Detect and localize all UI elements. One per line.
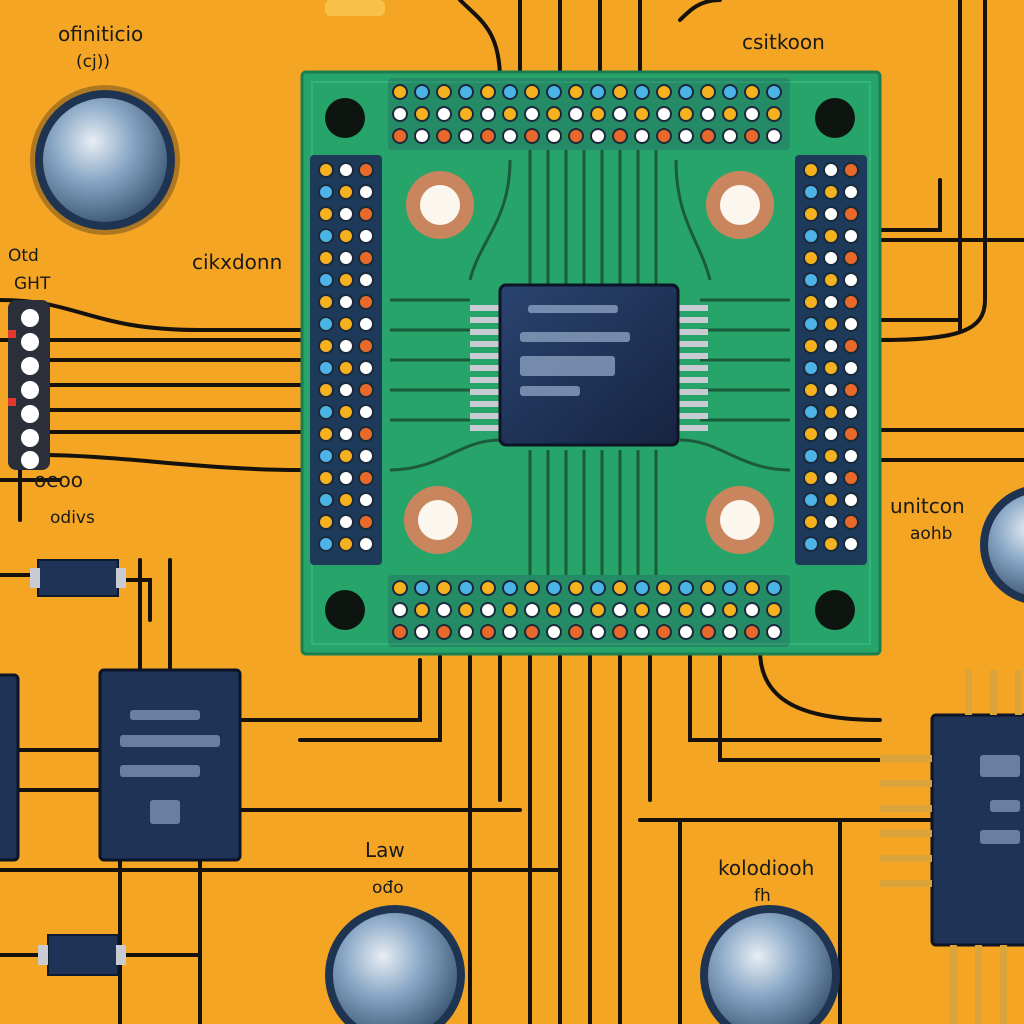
mounting-holes: [325, 98, 855, 630]
top-connector: [325, 0, 385, 16]
label-top-left-sub: (cj)): [76, 52, 110, 72]
header-pins: [318, 84, 859, 640]
label-bottom-right: kolodiooh: [718, 856, 815, 880]
label-center-left: cikxdonn: [192, 250, 283, 274]
smd-components: [30, 559, 126, 976]
label-left-lower: oeoo: [34, 468, 84, 492]
label-bottom-right-sub: fh: [754, 886, 771, 906]
label-bottom-center-sub: ođo: [372, 878, 404, 898]
label-left-lower-sub: odivs: [50, 508, 95, 528]
pcb-traces: [389, 150, 791, 575]
label-bottom-center: Law: [365, 838, 405, 862]
label-right-mid-sub: aohb: [910, 524, 953, 544]
label-left-mid-sub: GHT: [14, 274, 51, 294]
label-left-mid: Otd: [8, 246, 39, 266]
label-top-right: csitkoon: [742, 30, 825, 54]
capacitors: [30, 85, 1024, 1024]
ic-modules: [0, 668, 1024, 1024]
label-top-left: ofiniticio: [58, 22, 144, 46]
main-chip: [470, 283, 708, 447]
label-right-mid: unitcon: [890, 494, 965, 518]
copper-pads: [404, 171, 774, 554]
left-connector: [8, 300, 50, 470]
